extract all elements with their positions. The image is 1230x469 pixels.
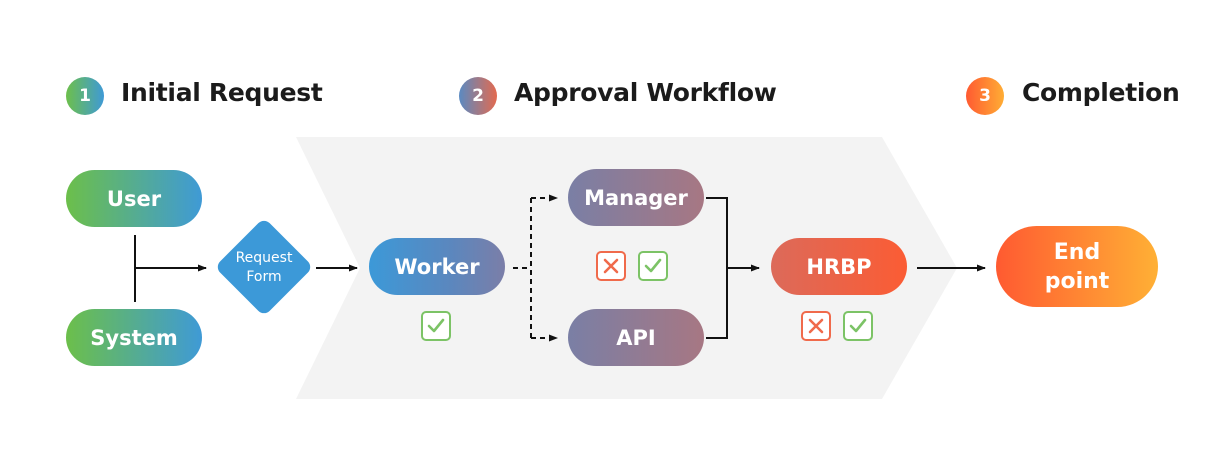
request-form-diamond [217, 220, 311, 314]
stage-1-title: Initial Request [121, 78, 323, 107]
manager-node: Manager [568, 169, 704, 226]
hrbp-cross-icon [801, 311, 831, 341]
api-node: API [568, 309, 704, 366]
hrbp-check-icon [843, 311, 873, 341]
worker-node: Worker [369, 238, 505, 295]
stage-2-title: Approval Workflow [514, 78, 777, 107]
end-point-node: End point [996, 226, 1158, 307]
stage-3-number: 3 [966, 77, 1004, 115]
user-node: User [66, 170, 202, 227]
stage-3-title: Completion [1022, 78, 1180, 107]
system-node: System [66, 309, 202, 366]
worker-check-icon [421, 311, 451, 341]
approval-stage-panel [296, 137, 957, 399]
manager-cross-icon [596, 251, 626, 281]
stage-1-number: 1 [66, 77, 104, 115]
stage-2-number: 2 [459, 77, 497, 115]
request-form-label: Request Form [235, 250, 293, 285]
manager-check-icon [638, 251, 668, 281]
hrbp-node: HRBP [771, 238, 907, 295]
